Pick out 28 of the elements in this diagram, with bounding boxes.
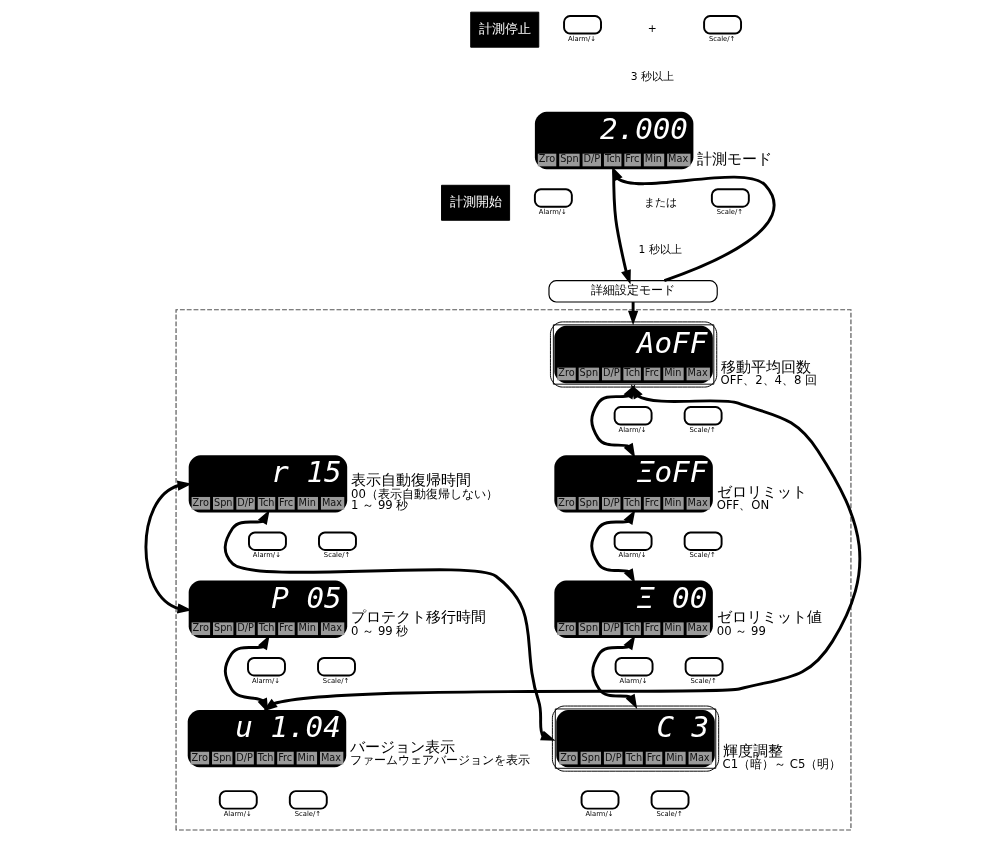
label: または — [643, 195, 677, 209]
node-label: 計測モード — [697, 150, 773, 168]
node-label: 00（表示自動復帰しない） — [351, 486, 498, 501]
node-label: バージョン表示 — [350, 737, 456, 755]
node-label: 00 ～ 99 — [716, 623, 766, 638]
node-box: 計測停止 — [470, 11, 540, 48]
arrow — [223, 509, 556, 741]
label: + — [647, 22, 657, 36]
arrow — [590, 509, 636, 584]
node-label: 輝度調整 — [722, 741, 783, 759]
arrow — [223, 635, 270, 713]
label: 1 秒以上 — [638, 243, 682, 257]
node-label: ファームウェアバージョンを表示 — [350, 753, 531, 767]
node-label: 移動平均回数 — [720, 357, 811, 375]
arrow — [590, 384, 636, 459]
node-label: 0 ～ 99 秒 — [351, 623, 409, 638]
arrow — [628, 302, 639, 326]
node-label: OFF、ON — [716, 498, 770, 513]
node-label: 表示自動復帰時間 — [351, 471, 472, 489]
arrow — [262, 384, 862, 712]
label: 3 秒以上 — [630, 70, 674, 84]
node-box: 計測開始 — [441, 184, 511, 221]
node-box: 詳細設定モード — [548, 280, 718, 303]
arrow — [591, 635, 638, 709]
arrow — [611, 166, 776, 282]
node-label: ゼロリミット値 — [716, 608, 822, 626]
node-label: ゼロリミット — [716, 482, 807, 500]
node-label: プロテクト移行時間 — [351, 608, 487, 626]
